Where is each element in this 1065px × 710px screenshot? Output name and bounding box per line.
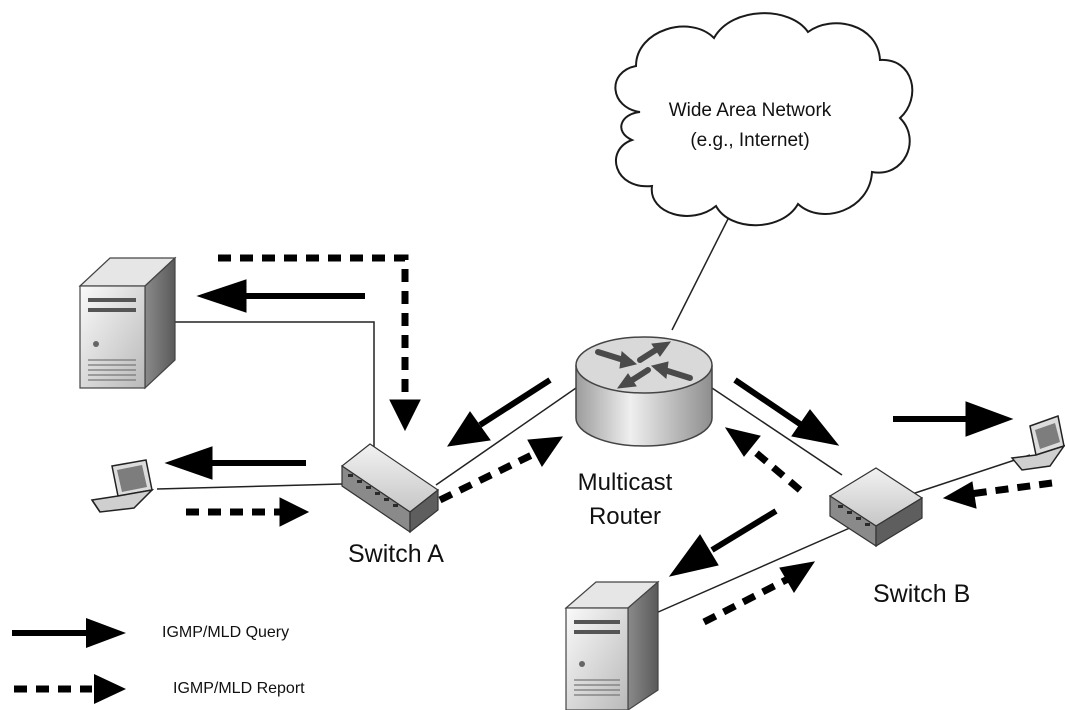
link-laptop-left-switch-a [156, 483, 343, 490]
router-label: Multicast Router [555, 466, 695, 534]
legend-query-label: IGMP/MLD Query [162, 624, 290, 641]
switch-icon [340, 443, 440, 534]
query-arrows [164, 279, 1014, 577]
report-arrow-server-bottom-to-switch-b [702, 561, 816, 626]
query-arrow-router-to-switch-a [446, 377, 552, 447]
report-arrows [186, 254, 1053, 626]
query-arrow-to-laptop-left [164, 446, 306, 480]
cloud-icon [614, 12, 914, 227]
router-label-line2: Router [588, 503, 662, 530]
wan-label-line1: Wide Area Network [668, 100, 832, 121]
network-links [156, 214, 1031, 621]
server-icon [78, 256, 177, 390]
query-arrow-to-server-bottom [668, 508, 778, 577]
legend-query-arrow-icon [12, 618, 126, 648]
link-switch-b-server-bottom [639, 519, 869, 621]
query-arrow-to-server-left [196, 279, 365, 313]
server-icon [564, 580, 660, 710]
wan-label: Wide Area Network (e.g., Internet) [640, 96, 860, 156]
report-arrow-switch-a-to-router [438, 436, 564, 504]
switch-b-label: Switch B [873, 580, 971, 608]
report-arrow-laptop-right-to-switch-b [942, 479, 1053, 509]
switch-a-label: Switch A [348, 540, 444, 568]
link-switch-b-laptop-right [902, 454, 1031, 498]
link-wan-router [671, 214, 731, 331]
switch-icon [828, 467, 924, 548]
legend-report-label: IGMP/MLD Report [173, 680, 305, 697]
legend [12, 618, 126, 704]
legend-report-arrow-icon [14, 674, 126, 704]
link-router-switch-b [711, 387, 843, 476]
query-arrow-to-laptop-right [893, 401, 1014, 437]
laptop-icon [1010, 415, 1065, 471]
link-server-left-switch-a [175, 321, 375, 452]
query-arrow-router-to-switch-b [733, 377, 840, 446]
report-arrow-server-left-to-switch-a [218, 254, 421, 432]
report-arrow-switch-b-to-router [724, 427, 803, 493]
wan-label-line2: (e.g., Internet) [690, 130, 810, 151]
router-icon [575, 336, 713, 447]
report-arrow-laptop-left-to-switch-a [186, 497, 310, 527]
laptop-icon [90, 459, 155, 513]
router-label-line1: Multicast [577, 469, 673, 496]
link-switch-a-router [435, 387, 577, 486]
